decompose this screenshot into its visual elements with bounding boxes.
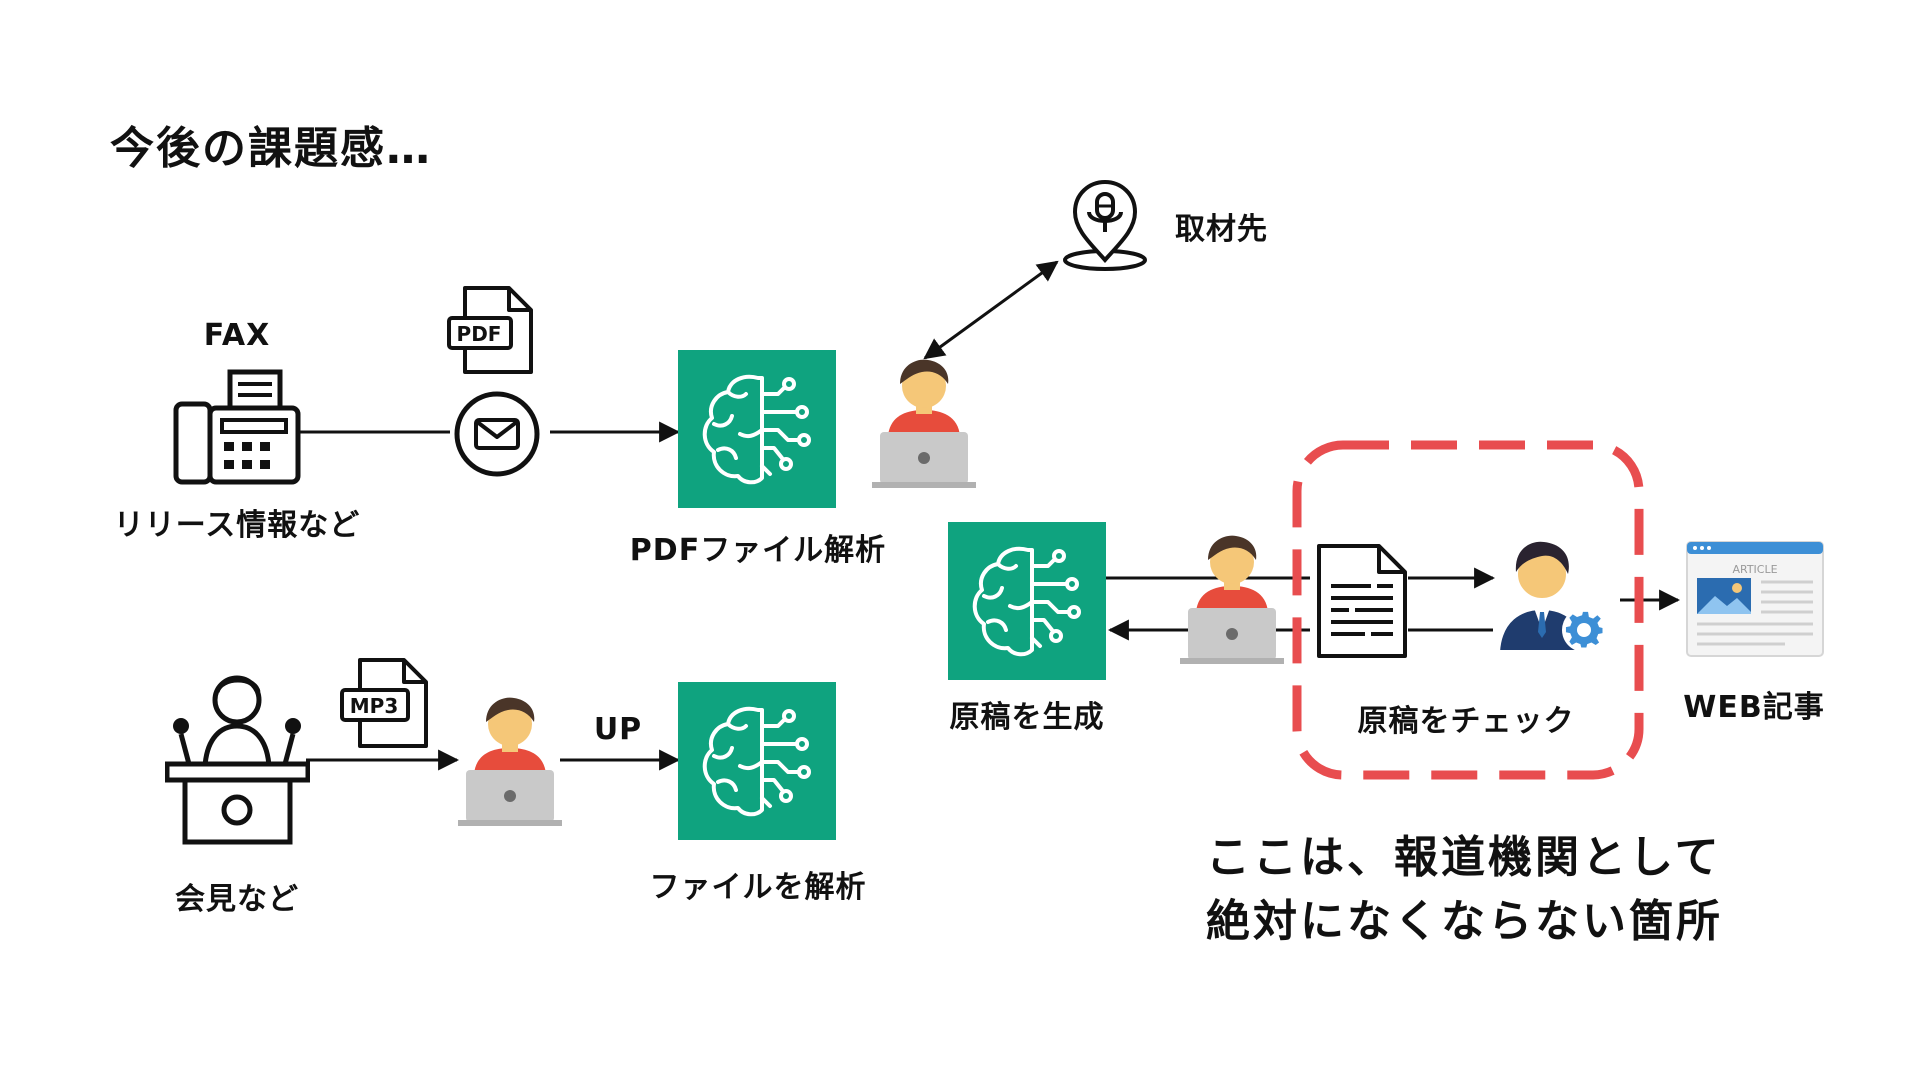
fax-label: FAX <box>203 318 271 353</box>
check-draft-label: 原稿をチェック <box>1357 704 1575 739</box>
pdf-file-icon <box>445 284 537 376</box>
operator-laptop-icon-2 <box>458 692 562 828</box>
operator-laptop-icon-1 <box>872 354 976 490</box>
draft-document-icon <box>1315 542 1409 660</box>
pdf-badge-text: PDF <box>456 322 502 346</box>
human-check-highlight-frame <box>1292 440 1644 780</box>
generate-draft-label: 原稿を生成 <box>949 700 1105 735</box>
ai-brain-icon <box>702 374 811 485</box>
reviewer-with-gear-icon <box>1492 534 1612 658</box>
ai-brain-box-file <box>678 682 836 840</box>
upload-label: UP <box>593 712 643 747</box>
mail-icon <box>453 390 541 478</box>
ai-brain-icon <box>702 706 811 817</box>
fax-machine-icon <box>172 368 302 486</box>
ai-brain-box-generate <box>948 522 1106 680</box>
note-line-1: ここは、報道機関として <box>1206 832 1722 883</box>
interview-source-label: 取材先 <box>1175 212 1268 247</box>
pdf-analysis-label: PDFファイル解析 <box>629 533 887 568</box>
note-line-2: 絶対になくならない箇所 <box>1206 896 1723 947</box>
operator-source-arrow <box>923 260 1059 360</box>
page-title: 今後の課題感… <box>110 123 432 174</box>
mp3-badge-text: MP3 <box>349 694 399 718</box>
press-podium-icon <box>165 668 310 846</box>
web-article-label: WEB記事 <box>1683 690 1825 725</box>
file-analysis-label: ファイルを解析 <box>649 870 867 905</box>
ai-brain-box-pdf <box>678 350 836 508</box>
interview-source-pin-icon <box>1059 178 1151 272</box>
release-info-label: リリース情報など <box>113 508 361 543</box>
mp3-file-icon <box>338 656 432 750</box>
operator-laptop-icon-3 <box>1180 530 1284 666</box>
article-badge-text: ARTICLE <box>1732 563 1778 576</box>
press-conference-label: 会見など <box>175 882 299 917</box>
ai-brain-icon <box>972 546 1081 657</box>
web-article-icon <box>1685 540 1825 658</box>
